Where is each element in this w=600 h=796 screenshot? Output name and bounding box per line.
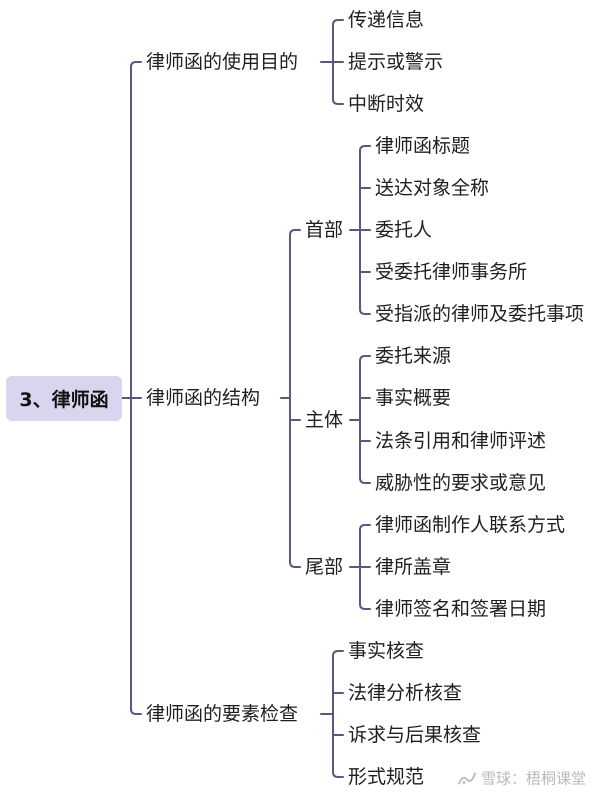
branch-check: 律师函的要素检查 <box>146 703 299 725</box>
body-item: 威胁性的要求或意见 <box>375 472 547 494</box>
section-body: 主体 <box>305 409 344 431</box>
head-item: 受委托律师事务所 <box>375 261 528 283</box>
check-item: 诉求与后果核查 <box>348 724 482 746</box>
head-item: 受指派的律师及委托事项 <box>375 303 585 325</box>
section-tail: 尾部 <box>305 556 344 578</box>
tail-item: 律所盖章 <box>375 556 452 578</box>
snowball-logo-icon <box>457 772 476 784</box>
purpose-item: 提示或警示 <box>348 51 444 73</box>
body-item: 法条引用和律师评述 <box>375 430 547 452</box>
check-item: 法律分析核查 <box>348 682 463 704</box>
watermark-text: 雪球：梧桐课堂 <box>480 769 586 788</box>
root-node: 3、律师函 <box>6 376 122 421</box>
body-item: 委托来源 <box>375 345 452 367</box>
branch-purpose: 律师函的使用目的 <box>146 51 299 73</box>
check-item: 事实核查 <box>348 640 425 662</box>
tail-item: 律师函制作人联系方式 <box>375 514 566 536</box>
section-head: 首部 <box>305 219 344 241</box>
check-item: 形式规范 <box>348 766 425 788</box>
body-item: 事实概要 <box>375 387 452 409</box>
purpose-item: 传递信息 <box>348 9 425 31</box>
head-item: 送达对象全称 <box>375 177 490 199</box>
head-item: 律师函标题 <box>375 135 471 157</box>
tail-item: 律师签名和签署日期 <box>375 598 547 620</box>
purpose-item: 中断时效 <box>348 93 425 115</box>
branch-structure: 律师函的结构 <box>146 387 261 409</box>
watermark: 雪球：梧桐课堂 <box>457 768 586 789</box>
head-item: 委托人 <box>375 219 433 241</box>
